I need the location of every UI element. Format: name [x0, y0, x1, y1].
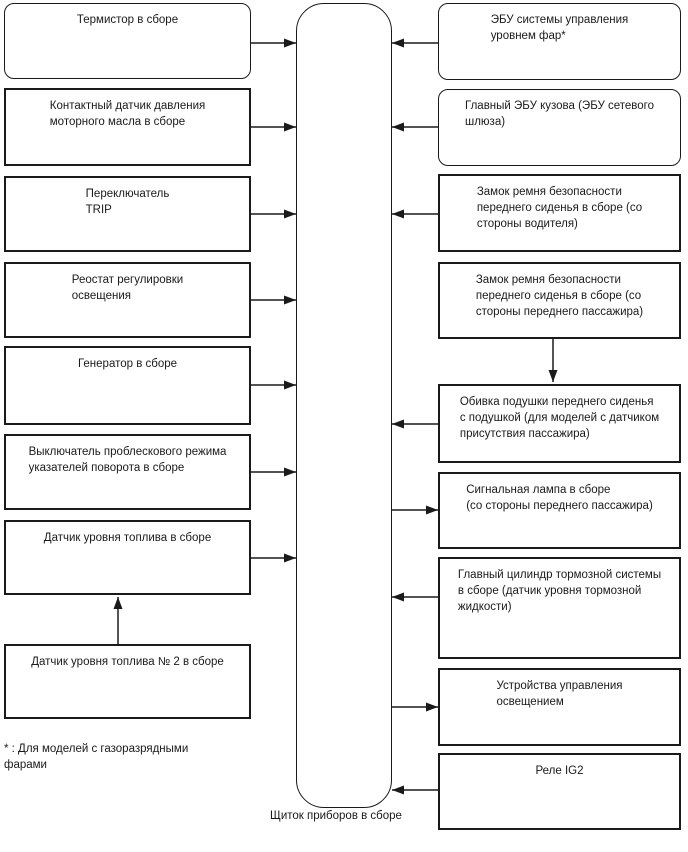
- box-hazard-flasher-switch-label: Выключатель проблескового режима указате…: [28, 446, 227, 474]
- box-fuel-sender-label: Датчик уровня топлива в сборе: [43, 532, 212, 544]
- box-lighting-controls: Устройства управления освещением: [438, 668, 681, 746]
- box-fuel-sender: Датчик уровня топлива в сборе: [4, 520, 251, 595]
- box-ig2-relay: Реле IG2: [438, 753, 681, 830]
- box-fuel-sender-no2-label: Датчик уровня топлива № 2 в сборе: [31, 656, 224, 668]
- box-seat-cushion-pad: Обивка подушки переднего сиденья с подуш…: [438, 384, 681, 463]
- box-generator-label: Генератор в сборе: [77, 358, 178, 370]
- box-brake-master-cylinder: Главный цилиндр тормозной системы в сбор…: [438, 557, 681, 659]
- box-fuel-sender-no2: Датчик уровня топлива № 2 в сборе: [4, 644, 251, 719]
- box-thermistor: Термистор в сборе: [4, 3, 251, 79]
- box-ig2-relay-label: Реле IG2: [535, 765, 584, 777]
- box-brake-master-cylinder-label: Главный цилиндр тормозной системы в сбор…: [457, 569, 662, 613]
- box-main-body-ecu-label: Главный ЭБУ кузова (ЭБУ сетевого шлюза): [465, 100, 654, 128]
- box-passenger-belt-buckle: Замок ремня безопасности переднего сиден…: [438, 262, 681, 339]
- box-warning-lamp: Сигнальная лампа в сборе (со стороны пер…: [438, 472, 681, 549]
- box-trip-switch-label: Переключатель TRIP: [85, 188, 170, 216]
- footnote: * : Для моделей с газоразрядными фарами: [4, 743, 189, 771]
- box-driver-belt-buckle-label: Замок ремня безопасности переднего сиден…: [476, 186, 643, 230]
- box-light-rheostat-label: Реостат регулировки освещения: [71, 274, 184, 302]
- box-light-rheostat: Реостат регулировки освещения: [4, 262, 251, 338]
- box-hazard-flasher-switch: Выключатель проблескового режима указате…: [4, 434, 251, 510]
- box-driver-belt-buckle: Замок ремня безопасности переднего сиден…: [438, 174, 681, 252]
- box-trip-switch: Переключатель TRIP: [4, 176, 251, 252]
- box-seat-cushion-pad-label: Обивка подушки переднего сиденья с подуш…: [459, 396, 660, 440]
- box-thermistor-label: Термистор в сборе: [76, 14, 179, 26]
- box-headlight-leveling-ecu: ЭБУ системы управления уровнем фар*: [438, 3, 681, 80]
- box-generator: Генератор в сборе: [4, 346, 251, 425]
- instrument-cluster-label: Щиток приборов в сборе: [270, 810, 402, 822]
- box-lighting-controls-label: Устройства управления освещением: [496, 680, 623, 708]
- box-warning-lamp-label: Сигнальная лампа в сборе (со стороны пер…: [466, 484, 653, 512]
- instrument-cluster-shape: [296, 3, 392, 808]
- box-oil-pressure-sensor-label: Контактный датчик давления моторного мас…: [49, 100, 206, 128]
- box-headlight-leveling-ecu-label: ЭБУ системы управления уровнем фар*: [490, 14, 629, 42]
- box-passenger-belt-buckle-label: Замок ремня безопасности переднего сиден…: [475, 274, 644, 318]
- box-oil-pressure-sensor: Контактный датчик давления моторного мас…: [4, 88, 251, 166]
- box-main-body-ecu: Главный ЭБУ кузова (ЭБУ сетевого шлюза): [438, 89, 681, 166]
